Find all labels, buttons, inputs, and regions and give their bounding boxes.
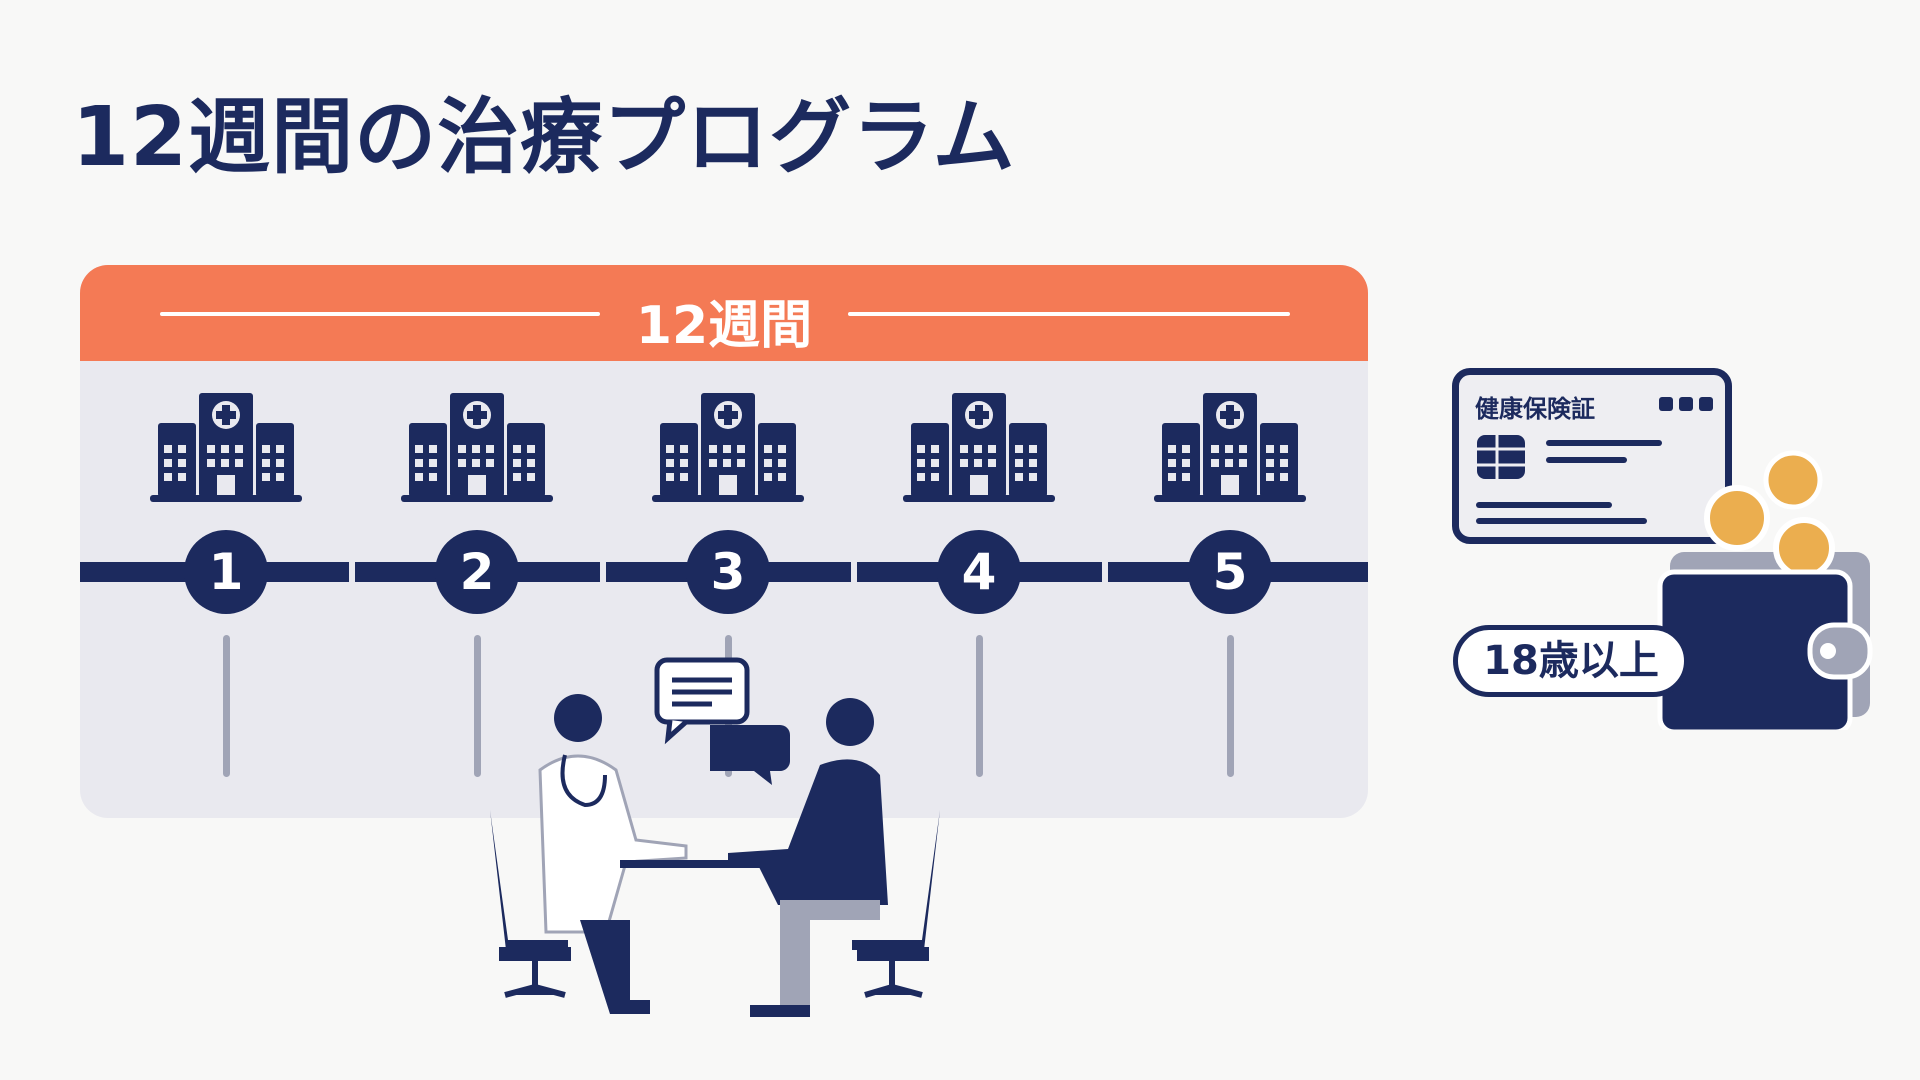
card-details-icon	[1476, 397, 1713, 524]
step-connector-line	[223, 635, 230, 777]
step-connector-line	[1227, 635, 1234, 777]
card-label: 健康保険証	[1475, 395, 1595, 423]
step-number: 1	[184, 530, 268, 614]
patient-figure	[728, 698, 940, 1017]
doctor-patient-consultation-illustration	[480, 650, 950, 1030]
hospital-icon	[652, 393, 804, 505]
health-insurance-card: 健康保険証	[1452, 368, 1732, 544]
duration-header: 12週間	[80, 265, 1368, 361]
hospital-icon	[903, 393, 1055, 505]
step-number: 3	[686, 530, 770, 614]
eligibility-illustration: 健康保険証 18歳以上	[1440, 360, 1880, 730]
hospital-icon	[401, 393, 553, 505]
header-line-right	[848, 312, 1290, 316]
step-connector-line	[474, 635, 481, 777]
step-number: 2	[435, 530, 519, 614]
hospital-icon	[1154, 393, 1306, 505]
speech-bubbles-icon	[654, 657, 790, 785]
duration-label: 12週間	[635, 296, 813, 356]
page-title: 12週間の治療プログラム	[72, 90, 1016, 185]
step-connector-line	[976, 635, 983, 777]
step-number: 5	[1188, 530, 1272, 614]
age-requirement-badge: 18歳以上	[1453, 625, 1689, 697]
hospital-icon	[150, 393, 302, 505]
table	[620, 860, 810, 868]
step-number: 4	[937, 530, 1021, 614]
wallet-with-coins-icon	[1657, 450, 1873, 730]
header-line-left	[160, 312, 600, 316]
doctor-figure	[490, 694, 688, 1014]
